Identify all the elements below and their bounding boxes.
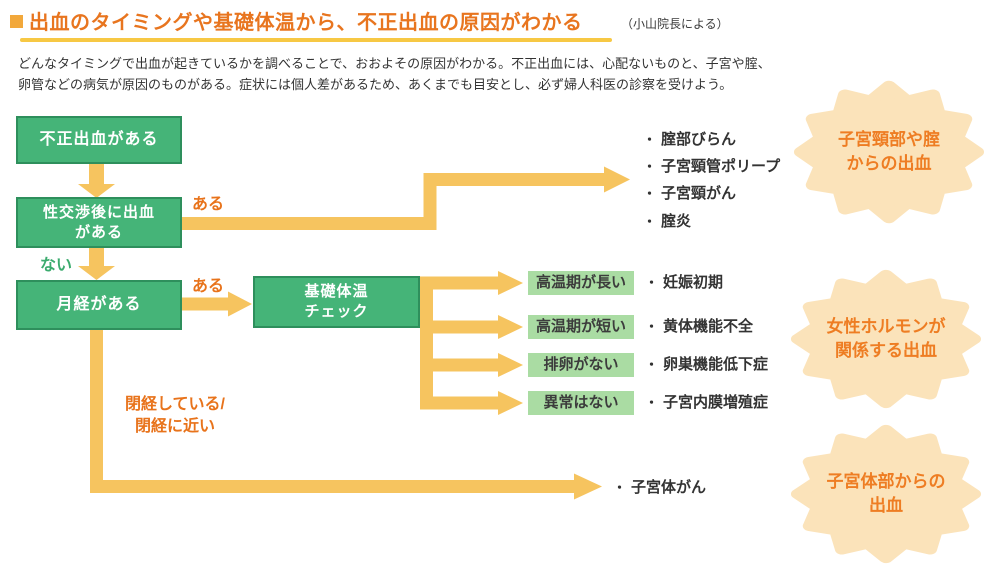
- bullet-marker: ・: [645, 275, 659, 290]
- list-item-diagnosis-4: ・子宮内膜増殖症: [645, 392, 768, 414]
- arrow-bbt-distributor: [420, 276, 498, 410]
- bullet-marker: ・: [643, 132, 657, 147]
- edge-label-no-postcoital: ない: [40, 257, 73, 274]
- title-underline: [20, 38, 612, 42]
- page-title: 出血のタイミングや基礎体温から、不正出血の原因がわかる: [29, 12, 583, 34]
- starburst-caption-hormonal: 女性ホルモンが 関係する出血: [791, 315, 981, 363]
- arrowhead-cervical: [604, 166, 630, 193]
- list-item-label: 腟部びらん: [661, 131, 737, 148]
- node-label-line1: 性交渉後に出血: [42, 203, 155, 221]
- bbt-result-tag-high-phase-short: 高温期が短い: [528, 315, 634, 339]
- arrowhead-endometrial: [574, 473, 602, 500]
- list-item-label: 子宮内膜増殖症: [663, 394, 769, 411]
- description-line-2: 卵管などの病気が原因のものがある。症状には個人差があるため、あくまでも目安とし、…: [18, 77, 733, 92]
- list-item-diagnosis-3: ・卵巣機能低下症: [645, 354, 768, 376]
- arrow-postcoital-to-cervical: [182, 173, 604, 230]
- node-label-line2: チェック: [304, 303, 369, 320]
- list-item-diagnosis-2: ・黄体機能不全: [645, 316, 753, 338]
- list-item-endometrial-1: ・子宮体がん: [613, 477, 706, 499]
- edge-label-yes-postcoital: ある: [192, 196, 225, 213]
- bullet-marker: ・: [645, 357, 659, 372]
- bullet-marker: ・: [645, 319, 659, 334]
- node-menstruation: 月経がある: [16, 280, 182, 330]
- title-square-icon: [10, 15, 23, 28]
- list-item-label: 腟炎: [661, 213, 692, 230]
- edge-label-menopause-line2: 閉経に近い: [134, 418, 215, 435]
- starburst-caption-endometrial: 子宮体部からの 出血: [791, 470, 981, 518]
- list-item-diagnosis-1: ・妊娠初期: [645, 272, 723, 294]
- list-item-label: 妊娠初期: [663, 274, 724, 291]
- arrowhead-bbt-result-1: [498, 271, 523, 295]
- starburst-caption-line1: 女性ホルモンが: [826, 317, 946, 336]
- list-item-cervical-1: ・腟部びらん: [643, 129, 736, 151]
- node-label: 不正出血がある: [39, 131, 159, 148]
- bullet-marker: ・: [613, 480, 627, 495]
- node-postcoital-bleeding: 性交渉後に出血 がある: [16, 197, 182, 248]
- list-item-cervical-3: ・子宮頸がん: [643, 183, 736, 205]
- list-item-cervical-4: ・腟炎: [643, 211, 691, 233]
- starburst-caption-cervical: 子宮頸部や腟 からの出血: [794, 128, 984, 176]
- list-item-label: 黄体機能不全: [663, 318, 754, 335]
- arrowhead-bbt-result-4: [498, 391, 523, 415]
- bullet-marker: ・: [643, 186, 657, 201]
- starburst-caption-line2: 出血: [869, 496, 903, 515]
- arrowhead-bbt-result-2: [498, 315, 523, 339]
- list-item-cervical-2: ・子宮頸管ポリープ: [643, 156, 780, 178]
- bbt-result-tag-no-ovulation: 排卵がない: [528, 353, 634, 377]
- credit-note: （小山院長による）: [621, 17, 729, 31]
- node-abnormal-bleeding: 不正出血がある: [16, 116, 182, 164]
- list-item-label: 子宮頸管ポリープ: [661, 158, 781, 175]
- arrow-menopause-to-endometrial: [90, 330, 574, 493]
- edge-label-yes-menstruation: ある: [192, 278, 225, 295]
- arrow-down-start-to-postcoital: [78, 164, 115, 198]
- edge-label-menopause-line1: 閉経している/: [125, 396, 225, 413]
- arrowhead-bbt: [228, 291, 252, 317]
- node-bbt-check: 基礎体温 チェック: [253, 276, 420, 328]
- description-text: どんなタイミングで出血が起きているかを調べることで、おおよその原因がわかる。不正…: [18, 53, 771, 95]
- bullet-marker: ・: [645, 395, 659, 410]
- node-label: 月経がある: [56, 296, 142, 313]
- starburst-caption-line1: 子宮体部からの: [826, 472, 946, 491]
- starburst-caption-line2: からの出血: [846, 154, 932, 173]
- arrow-down-postcoital-to-menstruation: [78, 248, 115, 280]
- starburst-caption-line2: 関係する出血: [835, 341, 937, 360]
- node-label-line1: 基礎体温: [304, 283, 369, 300]
- list-item-label: 卵巣機能低下症: [663, 356, 769, 373]
- node-label-line2: がある: [74, 223, 123, 241]
- list-item-label: 子宮体がん: [631, 479, 707, 496]
- description-line-1: どんなタイミングで出血が起きているかを調べることで、おおよその原因がわかる。不正…: [18, 56, 771, 71]
- bullet-marker: ・: [643, 214, 657, 229]
- list-item-label: 子宮頸がん: [661, 185, 737, 202]
- edge-label-menopause: 閉経している/ 閉経に近い: [100, 394, 250, 438]
- bbt-result-tag-no-abnormality: 異常はない: [528, 391, 634, 415]
- bbt-result-tag-high-phase-long: 高温期が長い: [528, 271, 634, 295]
- starburst-caption-line1: 子宮頸部や腟: [838, 130, 940, 149]
- arrowhead-bbt-result-3: [498, 353, 523, 377]
- bullet-marker: ・: [643, 159, 657, 174]
